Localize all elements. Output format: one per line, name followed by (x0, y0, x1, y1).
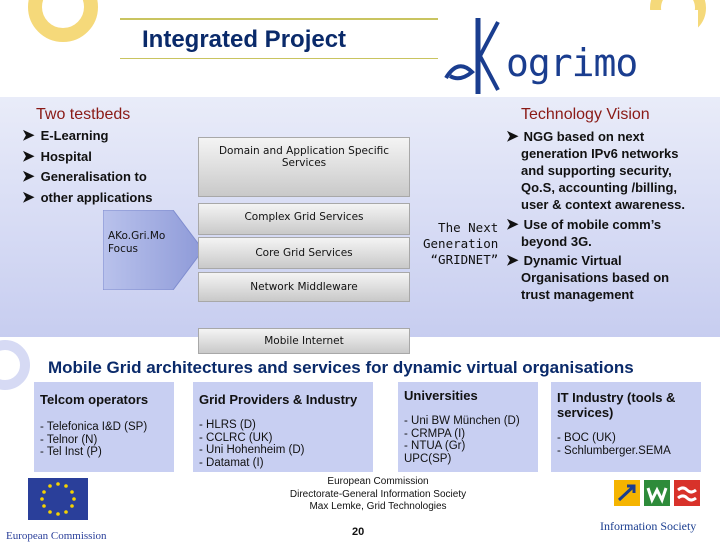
akogrimo-logo: ogrimo (438, 10, 698, 100)
slide-subtitle: Mobile Grid architectures and services f… (48, 358, 634, 377)
focus-label: AKo.Gri.Mo Focus (108, 230, 166, 255)
layer-mobile-internet: Mobile Internet (198, 328, 410, 354)
focus-arrow (103, 210, 203, 290)
header-rule (120, 18, 450, 20)
information-society-logo: Information Society (600, 478, 718, 538)
layer-domain-services: Domain and Application Specific Services (198, 137, 410, 197)
svg-text:ogrimo: ogrimo (506, 41, 637, 85)
partner-column-it-industry: IT Industry (tools & services) - BOC (UK… (551, 382, 701, 472)
vision-item: ➤Dynamic Virtual Organisations based on … (506, 252, 670, 302)
testbed-item: ➤Generalisation to (22, 168, 147, 185)
vision-heading: Technology Vision (521, 106, 650, 123)
page-title: Integrated Project (142, 26, 347, 53)
layer-core-grid: Core Grid Services (198, 237, 410, 269)
decorative-circle-top-left (28, 0, 98, 42)
partner-column-grid-providers: Grid Providers & Industry - HLRS (D) - C… (193, 382, 373, 472)
header-rule-lower (120, 58, 450, 59)
vision-item: ➤Use of mobile comm’s beyond 3G. (506, 216, 662, 249)
partner-column-telcom: Telcom operators - Telefonica I&D (SP) -… (34, 382, 174, 472)
decorative-circle-left (0, 340, 30, 390)
layer-network-middleware: Network Middleware (198, 272, 410, 302)
testbed-item: ➤Hospital (22, 147, 92, 165)
european-commission-logo: European Commission (6, 476, 116, 542)
footer-credits: European Commission Directorate-General … (289, 476, 467, 512)
partner-column-universities: Universities - Uni BW München (D) - CRMP… (398, 382, 538, 472)
gridnet-label: The Next Generation “GRIDNET” (423, 220, 499, 267)
testbed-item: ➤other applications (22, 188, 153, 206)
testbeds-heading: Two testbeds (36, 106, 131, 123)
layer-complex-grid: Complex Grid Services (198, 203, 410, 235)
testbeds-list: ➤E-Learning ➤Hospital ➤Generalisation to… (22, 126, 153, 208)
testbed-item: ➤E-Learning (22, 127, 109, 144)
page-number: 20 (352, 526, 365, 538)
vision-item: ➤NGG based on next generation IPv6 netwo… (506, 128, 686, 212)
